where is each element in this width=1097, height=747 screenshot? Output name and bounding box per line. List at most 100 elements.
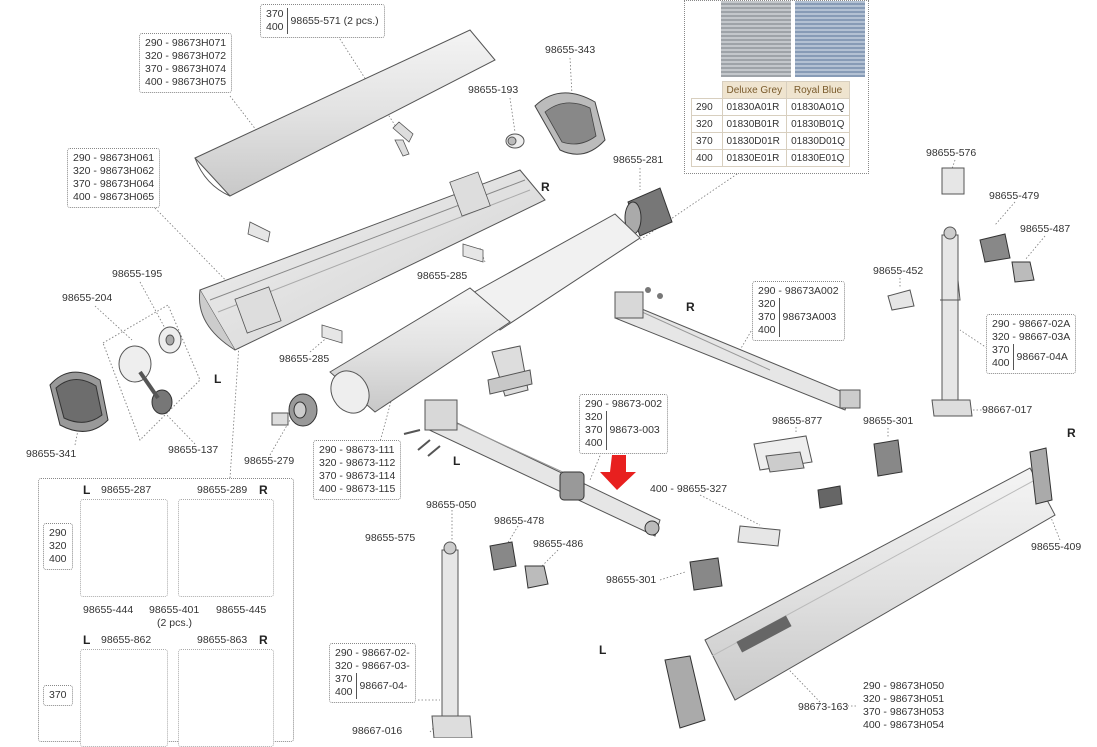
label-98655-289: 98655-289	[197, 484, 248, 496]
label-98655-444: 98655-444	[83, 604, 134, 616]
row-1: 290 - 98673H071	[145, 37, 227, 49]
rear-profile	[198, 169, 546, 351]
header-royal-blue: Royal Blue	[786, 81, 851, 99]
side-marker-l: L	[214, 372, 222, 386]
red-arrow-marker	[600, 455, 636, 490]
grey-cell: 01830E01R	[721, 149, 788, 167]
clamp-301-upper	[873, 439, 903, 477]
row-1: 290 - 98673H061	[73, 152, 155, 164]
row-1: 290 - 98667-02A	[992, 318, 1071, 330]
size-320: 320	[758, 298, 776, 310]
kit-side-r: R	[259, 633, 268, 647]
row-2: 320 - 98673H072	[145, 50, 227, 62]
front-bar	[664, 447, 1056, 729]
label-98655-401: 98655-401	[149, 604, 200, 616]
side-marker-l: L	[599, 643, 607, 657]
size-400: 400	[266, 21, 284, 33]
size-cell: 400	[691, 149, 723, 167]
size-400: 400	[49, 553, 67, 565]
box-front-bar: 290 - 98673H050 320 - 98673H051 370 - 98…	[858, 677, 950, 735]
size-320: 320	[585, 411, 603, 423]
size-370: 370	[266, 8, 284, 20]
left-arm	[403, 399, 661, 537]
kit-cell-863	[178, 649, 274, 747]
label-98655-863: 98655-863	[197, 634, 248, 646]
part-98673A003: 98673A003	[782, 311, 837, 323]
row-290: 290 - 98673-002	[585, 398, 663, 410]
label-98655-285-lower: 98655-285	[279, 353, 330, 365]
size-400: 400	[585, 437, 603, 449]
row-4: 400 - 98673H054	[863, 719, 945, 731]
bushing	[505, 133, 525, 149]
row-290: 290 - 98673A002	[758, 285, 839, 297]
size-290: 290	[49, 527, 67, 539]
label-98667-016: 98667-016	[352, 725, 403, 737]
label-98655-301-upper: 98655-301	[863, 415, 914, 427]
kit-cell-289	[178, 499, 274, 597]
row-4: 400 - 98673-115	[319, 483, 396, 495]
box-rear-profile: 290 - 98673H061 320 - 98673H062 370 - 98…	[67, 148, 161, 208]
row-1: 290 - 98673H050	[863, 680, 945, 692]
part-98667-04A: 98667-04A	[1016, 350, 1068, 363]
label-98655-195: 98655-195	[112, 268, 163, 280]
side-marker-r: R	[686, 300, 695, 314]
row-4: 400 - 98673H065	[73, 191, 155, 203]
side-marker-r: R	[1067, 426, 1076, 440]
part-98655-571: 98655-571 (2 pcs.)	[290, 14, 379, 27]
label-98655-327: 400 - 98655-327	[650, 483, 728, 495]
fabric-roll	[329, 213, 641, 414]
box-front-cover: 290 - 98673H071 320 - 98673H072 370 - 98…	[139, 33, 233, 93]
label-98655-301-lower: 98655-301	[606, 574, 657, 586]
label-98655-287: 98655-287	[101, 484, 152, 496]
size-400: 400	[992, 357, 1010, 369]
left-end-parts	[49, 304, 201, 441]
label-98655-877: 98655-877	[772, 415, 823, 427]
label-98673-163: 98673-163	[798, 701, 849, 713]
hardware-kit-panel: L 98655-287 98655-289 R 290 320 400 9865…	[38, 478, 294, 747]
label-98655-576: 98655-576	[926, 147, 977, 159]
small-clips	[247, 221, 484, 344]
left-leg	[431, 541, 473, 738]
part-98673-003: 98673-003	[609, 424, 660, 436]
side-marker-r: R	[541, 180, 550, 194]
grey-cell: 01830D01R	[721, 132, 788, 150]
row-2: 320 - 98673-112	[319, 457, 396, 469]
kit-side-r: R	[259, 483, 268, 497]
kit-side-l: L	[83, 483, 91, 497]
label-98655-341: 98655-341	[26, 448, 77, 460]
size-cell: 320	[691, 115, 723, 133]
size-cell: 370	[691, 132, 723, 150]
kit-cell-862	[80, 649, 168, 747]
kit-side-l: L	[83, 633, 91, 647]
label-98655-279: 98655-279	[244, 455, 295, 467]
right-leg	[931, 226, 973, 417]
grey-cell: 01830A01R	[721, 98, 788, 116]
label-98655-478: 98655-478	[494, 515, 545, 527]
top-cover	[194, 29, 496, 197]
label-98667-017: 98667-017	[982, 404, 1033, 416]
label-98655-343: 98655-343	[545, 44, 596, 56]
row-3: 370 - 98673H064	[73, 178, 155, 190]
size-320: 320	[49, 540, 67, 552]
label-98655-487: 98655-487	[1020, 223, 1071, 235]
kit-size-b: 370	[43, 685, 73, 706]
label-401-quantity: (2 pcs.)	[157, 617, 193, 629]
blue-cell: 01830B01Q	[786, 115, 851, 133]
label-98655-862: 98655-862	[101, 634, 152, 646]
arm-bracket	[487, 345, 533, 397]
plate-327	[737, 525, 781, 547]
size-cell: 290	[691, 98, 723, 116]
